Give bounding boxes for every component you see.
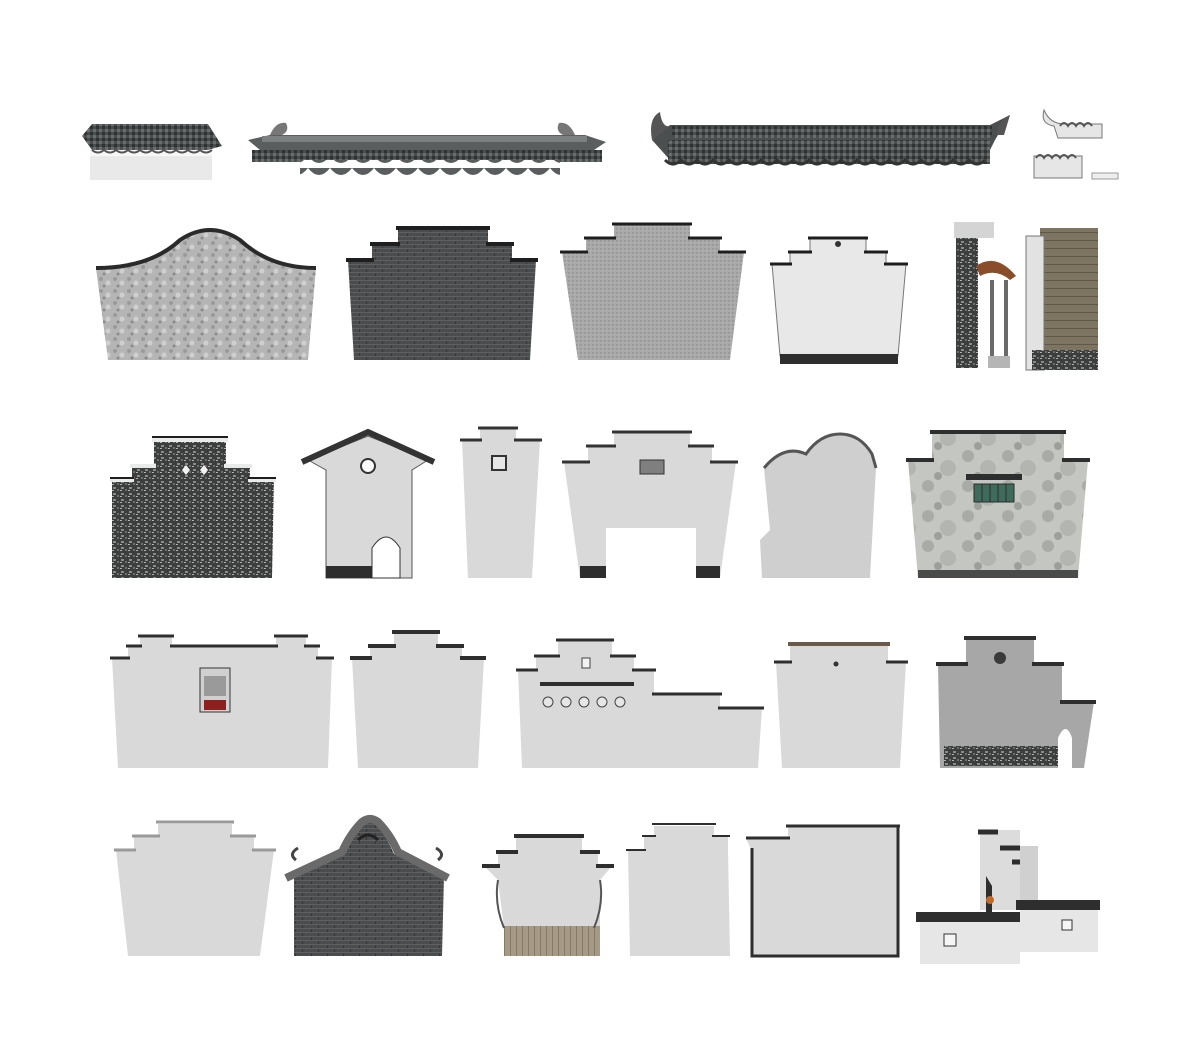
wall-stepped-brick — [346, 226, 538, 360]
wall-curled-brick — [284, 815, 450, 956]
wall-stepped-plaster — [770, 236, 908, 364]
wall-stepped-white — [350, 630, 486, 768]
roof-ridge-short — [82, 124, 222, 180]
wall-gateway — [562, 430, 738, 578]
wall-cloud-top — [760, 432, 878, 578]
eave-fragments — [1033, 108, 1119, 180]
wall-long-round-windows — [516, 638, 764, 768]
wall-gable-arch — [300, 428, 436, 579]
wall-tower — [460, 426, 542, 578]
roof-ridge-dragon — [651, 112, 1010, 166]
wall-weathered-window — [906, 430, 1090, 578]
wall-corner-complex — [916, 829, 1100, 964]
wall-scalloped-bamboo — [482, 834, 614, 956]
wall-long-red-window — [110, 634, 334, 768]
wall-flat-roof — [774, 642, 908, 768]
wall-stepped-rubble — [110, 436, 276, 578]
wall-square-frame — [746, 824, 900, 958]
wall-stepped-white-2 — [114, 820, 276, 956]
wall-wave-stone — [95, 228, 317, 360]
wall-grey-arch — [936, 636, 1096, 768]
wall-stepped-stone — [560, 222, 746, 360]
gate-posts — [954, 222, 1098, 371]
wall-stepped-narrow — [626, 823, 730, 956]
roof-ridge-long — [248, 122, 606, 180]
